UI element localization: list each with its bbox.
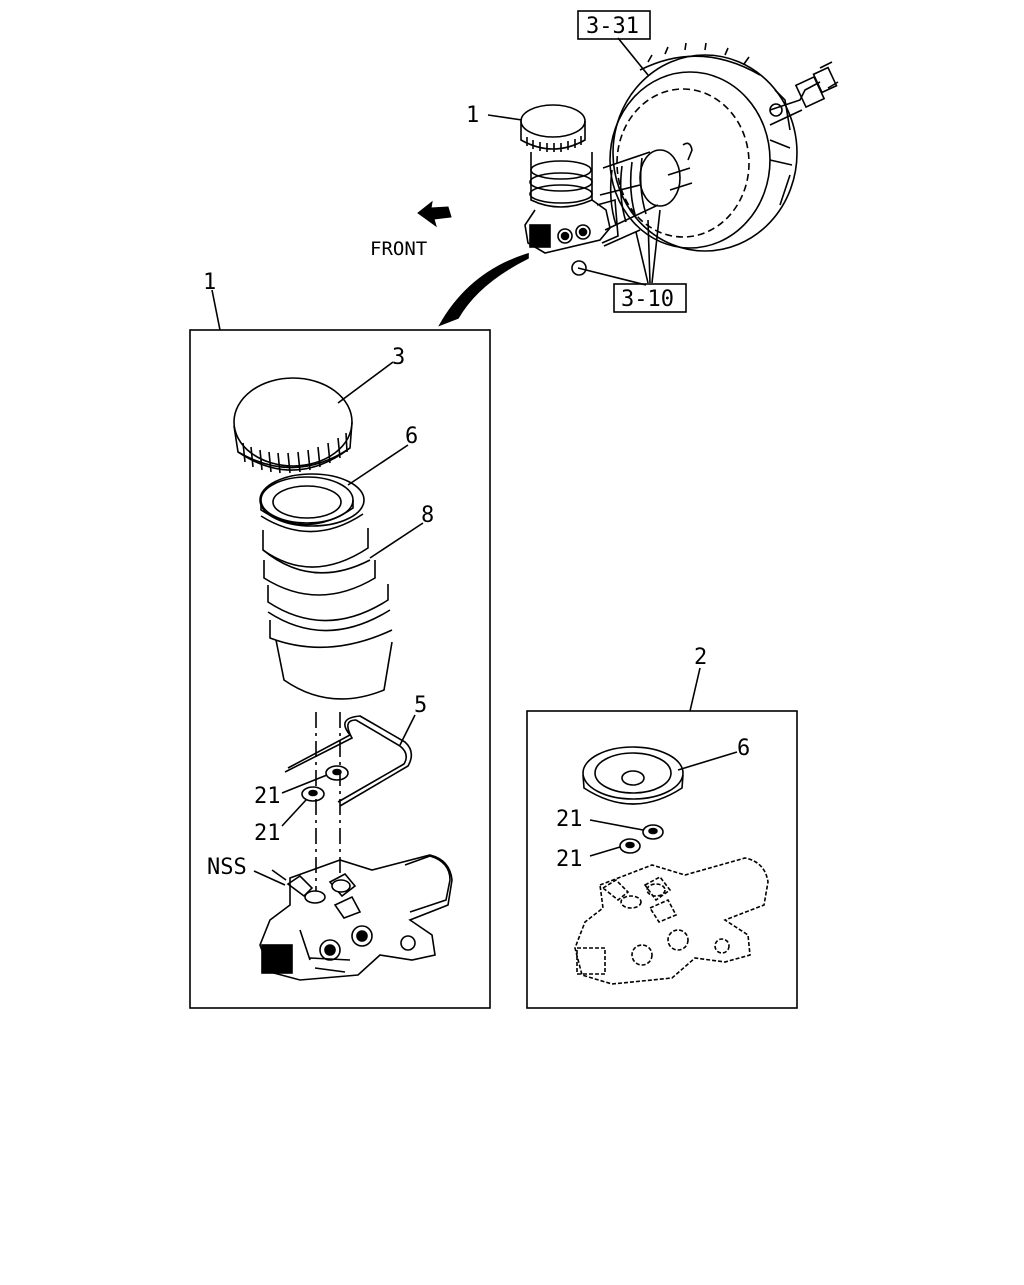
panel-2-leader-grommet-upper: [589, 819, 644, 831]
callout-reservoir-label: 1: [466, 103, 479, 128]
ref-booster-label: 3-31: [586, 14, 639, 39]
panel-1-frame: [189, 329, 491, 1009]
brake-booster-illustration: [609, 42, 839, 252]
panel-2-leader-seal: [677, 751, 738, 771]
callout-cap-label: 3: [392, 345, 405, 370]
reservoir-small-illustration: [520, 104, 593, 208]
callout-seal-label: 6: [405, 424, 418, 449]
callout-grommet-upper-label-panel-2: 21: [556, 807, 583, 832]
panel-1-leader-lines: [253, 361, 424, 886]
panel-1-number: 1: [203, 270, 216, 295]
callout-seal-label-panel-2: 6: [737, 736, 750, 761]
grommet-illustration: [301, 765, 349, 802]
seal-illustration-panel-2: [582, 746, 684, 805]
callout-grommet-upper-label: 21: [254, 784, 281, 809]
callout-clip-label: 5: [414, 693, 427, 718]
arrow-left-icon: [417, 200, 452, 228]
panel-1-leader: [211, 289, 221, 331]
ref-nuts-label: 3-10: [621, 287, 674, 312]
assembly-centerlines: [315, 712, 341, 905]
front-direction-label: FRONT: [370, 238, 427, 260]
panel-2: [526, 667, 798, 1009]
callout-grommet-lower-label: 21: [254, 821, 281, 846]
master-cylinder-small-illustration: [524, 184, 641, 276]
master-cylinder-body-illustration: [259, 854, 453, 981]
top-leader-lines: [487, 37, 661, 286]
callout-body-label: NSS: [207, 855, 247, 880]
top-assembly: [417, 37, 839, 327]
panel-2-leader-grommet-lower: [589, 846, 621, 857]
panel-2-number: 2: [694, 645, 707, 670]
reservoir-cap-illustration: [233, 377, 353, 474]
retaining-clip-illustration: [284, 715, 413, 807]
reservoir-tank-illustration: [259, 473, 393, 700]
callout-grommet-lower-label-panel-2: 21: [556, 847, 583, 872]
master-cylinder-boot-illustration: [602, 149, 681, 231]
grommet-illustration-panel-2: [619, 824, 664, 854]
detail-pointer-arrow: [438, 252, 529, 327]
master-cylinder-body-panel-2-illustration: [574, 857, 769, 985]
ref-booster-box: [577, 10, 651, 40]
panel-2-leader: [689, 667, 701, 712]
panel-1: [189, 289, 491, 1009]
panel-2-frame: [526, 710, 798, 1009]
ref-nuts-box: [613, 283, 687, 313]
callout-tank-label: 8: [421, 503, 434, 528]
